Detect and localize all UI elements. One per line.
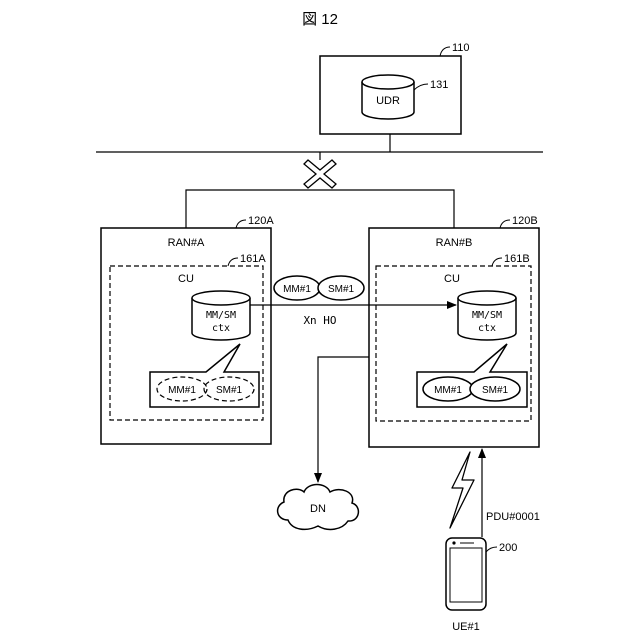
radio-link-icon — [450, 452, 474, 528]
ran-a-ctx-line1: MM/SM — [206, 310, 236, 321]
ran-b-mm-label: MM#1 — [434, 385, 462, 396]
ran-a-cu-ref: 161A — [240, 253, 266, 265]
ran-b-to-dn-arrow — [318, 357, 369, 482]
pdu-session-label: PDU#0001 — [486, 511, 540, 523]
udr-block-ref: 110 — [452, 42, 470, 54]
ran-b-cu-ref: 161B — [504, 253, 530, 265]
udr-block-ref-leader — [440, 47, 450, 56]
ran-a-label: RAN#A — [168, 237, 205, 249]
ran-a-mm-label: MM#1 — [168, 385, 196, 396]
udr-database-ref: 131 — [430, 79, 448, 91]
transfer-mm-label: MM#1 — [283, 284, 311, 295]
ran-a-cu-label: CU — [178, 273, 194, 285]
ue-label: UE#1 — [452, 621, 480, 633]
ue-ref: 200 — [499, 542, 517, 554]
udr-database-label: UDR — [376, 95, 400, 107]
ran-a-ref-leader — [236, 220, 246, 228]
ue-ref-leader — [486, 547, 497, 552]
dn-label: DN — [310, 503, 326, 515]
ue-phone-icon — [446, 538, 486, 610]
ran-b-ref: 120B — [512, 215, 538, 227]
ran-a-sm-label: SM#1 — [216, 385, 243, 396]
figure-title: 図 12 — [302, 11, 338, 28]
ran-b-ctx-line2: ctx — [478, 323, 496, 334]
ran-b-label: RAN#B — [436, 237, 473, 249]
ran-b-ctx-line1: MM/SM — [472, 310, 502, 321]
xn-handover-label: Xn HO — [303, 314, 336, 327]
ran-b-ref-leader — [500, 220, 510, 228]
ran-a-ctx-line2: ctx — [212, 323, 230, 334]
switch-to-ran-links — [186, 190, 454, 228]
switch-icon — [304, 160, 336, 188]
transfer-sm-label: SM#1 — [328, 284, 355, 295]
ran-b-cu-label: CU — [444, 273, 460, 285]
ran-a-ref: 120A — [248, 215, 274, 227]
ran-b-sm-label: SM#1 — [482, 385, 509, 396]
